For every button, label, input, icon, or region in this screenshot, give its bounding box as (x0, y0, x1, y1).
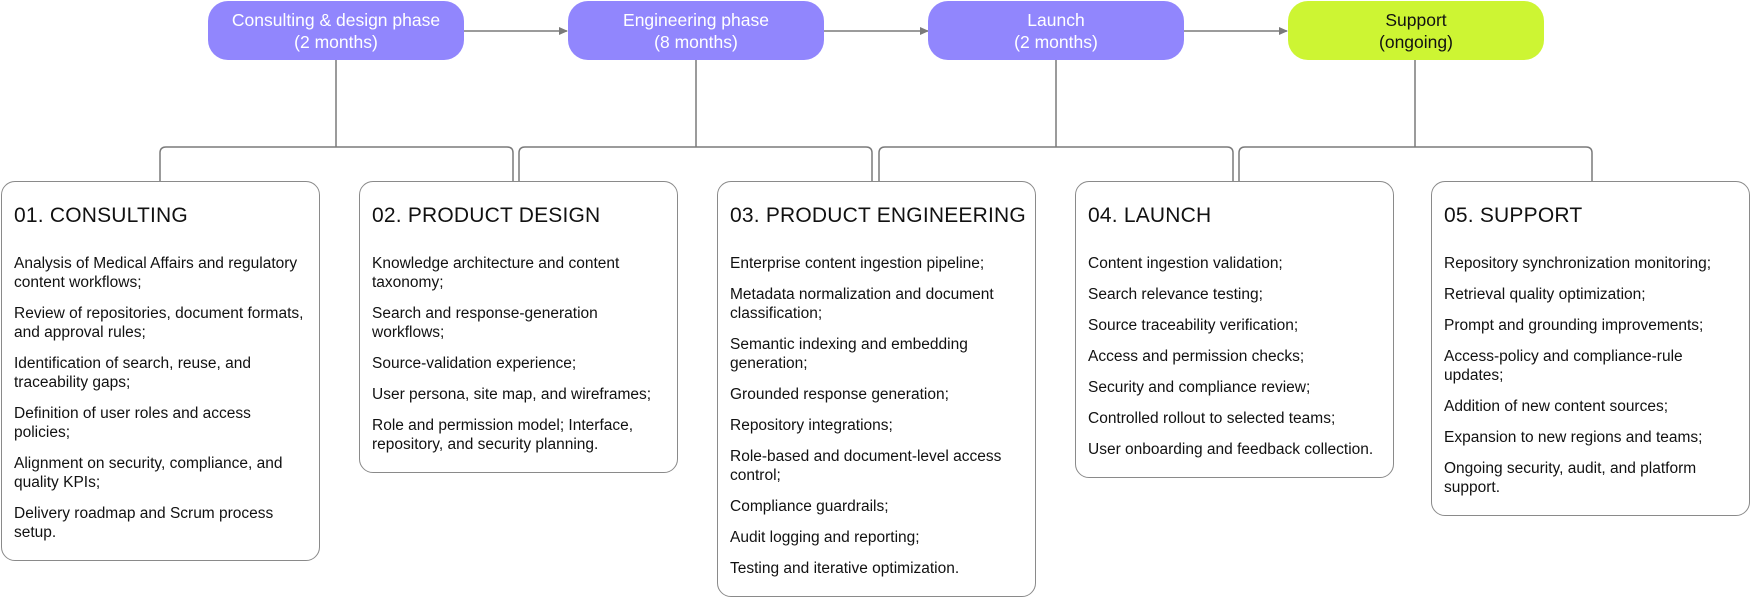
list-item: Content ingestion validation; (1088, 255, 1283, 272)
list-item: Ongoing security, audit, and platform su… (1444, 460, 1697, 496)
card-product-design: 02. PRODUCT DESIGN Knowledge architectur… (359, 181, 678, 473)
list-item: Search relevance testing; (1088, 286, 1263, 303)
card-support: 05. SUPPORT Repository synchronization m… (1431, 181, 1750, 516)
list-item: Search and response-generation workflows… (372, 305, 598, 341)
card-title: 03. PRODUCT ENGINEERING (730, 204, 1026, 227)
list-item: Role-based and document-level access con… (730, 448, 1002, 484)
list-item: Access and permission checks; (1088, 348, 1305, 365)
phase-name: Launch (1027, 9, 1085, 30)
list-item: Repository integrations; (730, 417, 893, 434)
card-launch: 04. LAUNCH Content ingestion validation;… (1075, 181, 1394, 478)
phase-duration: (ongoing) (1379, 31, 1453, 52)
list-item: Enterprise content ingestion pipeline; (730, 255, 985, 272)
list-item: Review of repositories, document formats… (14, 305, 304, 341)
card-item-list: Knowledge architecture and content taxon… (372, 254, 665, 454)
list-item: Controlled rollout to selected teams; (1088, 410, 1336, 427)
list-item: Identification of search, reuse, and tra… (14, 355, 251, 391)
phase-consulting-design: Consulting & design phase (2 months) (208, 1, 464, 60)
list-item: Audit logging and reporting; (730, 529, 920, 546)
bracket-phase1 (159, 60, 514, 181)
list-item: Security and compliance review; (1088, 379, 1311, 396)
list-item: Definition of user roles and access poli… (14, 405, 251, 441)
list-item: Testing and iterative optimization. (730, 560, 960, 577)
card-title: 02. PRODUCT DESIGN (372, 204, 601, 227)
card-product-engineering: 03. PRODUCT ENGINEERING Enterprise conte… (717, 181, 1036, 597)
phase-duration: (2 months) (1014, 31, 1098, 52)
list-item: Source-validation experience; (372, 355, 577, 372)
list-item: Analysis of Medical Affairs and regulato… (14, 255, 298, 291)
list-item: Access-policy and compliance-rule update… (1444, 348, 1683, 384)
list-item: Compliance guardrails; (730, 498, 889, 515)
list-item: Source traceability verification; (1088, 317, 1299, 334)
bracket-phase2 (518, 60, 873, 181)
list-item: Role and permission model; Interface, re… (372, 417, 634, 453)
list-item: Repository synchronization monitoring; (1444, 255, 1712, 272)
phase-duration: (2 months) (294, 31, 378, 52)
list-item: Grounded response generation; (730, 386, 949, 403)
list-item: Semantic indexing and embedding generati… (730, 336, 968, 372)
card-item-list: Enterprise content ingestion pipeline; M… (730, 254, 1023, 578)
list-item: User persona, site map, and wireframes; (372, 386, 652, 403)
list-item: Delivery roadmap and Scrum process setup… (14, 505, 274, 541)
list-item: Metadata normalization and document clas… (730, 286, 994, 322)
phase-support: Support (ongoing) (1288, 1, 1544, 60)
card-item-list: Repository synchronization monitoring; R… (1444, 254, 1737, 497)
card-item-list: Content ingestion validation; Search rel… (1088, 254, 1381, 459)
bracket-phase4 (1238, 60, 1593, 181)
bracket-phase3 (878, 60, 1234, 181)
list-item: Knowledge architecture and content taxon… (372, 255, 620, 291)
list-item: Prompt and grounding improvements; (1444, 317, 1704, 334)
phase-duration: (8 months) (654, 31, 738, 52)
card-title: 01. CONSULTING (14, 204, 188, 227)
card-title: 05. SUPPORT (1444, 204, 1583, 227)
list-item: Addition of new content sources; (1444, 398, 1669, 415)
list-item: Retrieval quality optimization; (1444, 286, 1646, 303)
card-item-list: Analysis of Medical Affairs and regulato… (14, 254, 307, 542)
phase-launch: Launch (2 months) (928, 1, 1184, 60)
phase-name: Consulting & design phase (231, 9, 441, 30)
list-item: User onboarding and feedback collection. (1088, 441, 1374, 458)
phase-engineering: Engineering phase (8 months) (568, 1, 824, 60)
phase-name: Engineering phase (623, 9, 769, 30)
card-consulting: 01. CONSULTING Analysis of Medical Affai… (1, 181, 320, 561)
phase-name: Support (1385, 9, 1447, 30)
list-item: Alignment on security, compliance, and q… (14, 455, 283, 491)
card-title: 04. LAUNCH (1088, 204, 1212, 227)
list-item: Expansion to new regions and teams; (1444, 429, 1703, 446)
